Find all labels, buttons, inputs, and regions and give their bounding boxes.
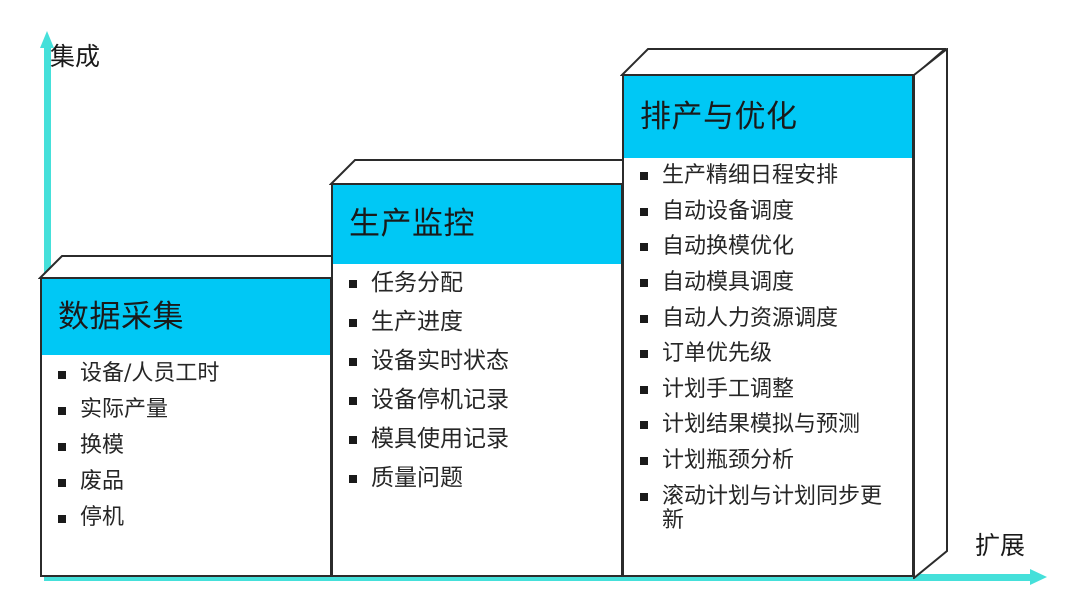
list-item-label: 生产精细日程安排 [662, 163, 839, 188]
list-item: 换模 [56, 435, 320, 457]
bullet-square-icon [640, 172, 648, 180]
block-side-face [912, 48, 950, 579]
list-item: 计划结果模拟与预测 [638, 413, 902, 438]
list-item-label: 生产进度 [371, 309, 463, 335]
list-item-label: 自动设备调度 [662, 198, 795, 224]
list-item: 滚动计划与计划同步更新 [638, 483, 902, 534]
list-item-label: 计划瓶颈分析 [662, 448, 795, 473]
bullet-square-icon [58, 515, 66, 523]
block-title: 排产与优化 [640, 98, 798, 135]
list-item: 生产精细日程安排 [638, 163, 902, 189]
list-item: 设备停机记录 [347, 389, 611, 412]
list-item-label: 滚动计划与计划同步更新 [662, 483, 883, 534]
list-item-label: 自动人力资源调度 [662, 305, 839, 331]
bullet-square-icon [640, 207, 648, 216]
list-item: 自动模具调度 [638, 269, 902, 296]
list-item: 生产进度 [347, 311, 611, 334]
list-item: 自动换模优化 [638, 234, 902, 260]
list-item: 设备/人员工时 [56, 363, 320, 385]
block-top-face [38, 255, 356, 279]
bullet-square-icon [640, 421, 648, 430]
bullet-square-icon [640, 278, 648, 287]
list-item-label: 设备实时状态 [371, 348, 509, 374]
list-item: 设备实时状态 [347, 350, 611, 373]
list-item-label: 设备/人员工时 [80, 361, 220, 386]
vertical-axis-label: 集成 [50, 42, 101, 71]
stage-block-production-monitoring[interactable]: 生产监控 任务分配 生产进度 设备实时状态 设备停机记录 模具使用记录 质量问题 [329, 159, 649, 577]
block-front-face: 排产与优化 生产精细日程安排 自动设备调度 自动换模优化 自动模具调度 自动人力… [622, 74, 914, 577]
bullet-square-icon [640, 314, 648, 323]
block-header: 数据采集 [42, 279, 330, 355]
block-top-face [620, 48, 946, 76]
bullet-square-icon [349, 436, 357, 444]
block-title: 数据采集 [58, 298, 184, 335]
list-item: 计划手工调整 [638, 376, 902, 403]
bullet-square-icon [58, 407, 66, 415]
list-item: 自动设备调度 [638, 198, 902, 225]
list-item: 订单优先级 [638, 341, 902, 367]
bullet-square-icon [349, 319, 357, 327]
block-top-face [329, 159, 649, 185]
bullet-square-icon [58, 443, 66, 451]
list-item-label: 换模 [80, 433, 125, 458]
block-feature-list: 任务分配 生产进度 设备实时状态 设备停机记录 模具使用记录 质量问题 [333, 264, 621, 490]
list-item-label: 实际产量 [80, 397, 169, 422]
vertical-axis-arrow-icon [40, 31, 54, 48]
block-front-face: 生产监控 任务分配 生产进度 设备实时状态 设备停机记录 模具使用记录 质量问题 [331, 183, 623, 577]
bullet-square-icon [640, 457, 648, 465]
list-item: 计划瓶颈分析 [638, 448, 902, 474]
horizontal-axis-label: 扩展 [975, 531, 1026, 560]
horizontal-axis-arrow-icon [1030, 569, 1047, 585]
list-item-label: 自动模具调度 [662, 269, 795, 295]
list-item-label: 自动换模优化 [662, 234, 795, 260]
list-item: 废品 [56, 471, 320, 493]
block-header: 排产与优化 [624, 76, 912, 158]
bullet-square-icon [640, 385, 648, 394]
bullet-square-icon [640, 350, 648, 359]
bullet-square-icon [349, 397, 357, 405]
list-item-label: 计划手工调整 [662, 376, 795, 402]
stage-block-data-collection[interactable]: 数据采集 设备/人员工时 实际产量 换模 废品 停机 [38, 255, 356, 577]
block-feature-list: 设备/人员工时 实际产量 换模 废品 停机 [42, 355, 330, 529]
block-feature-list: 生产精细日程安排 自动设备调度 自动换模优化 自动模具调度 自动人力资源调度 订… [624, 158, 912, 534]
list-item: 实际产量 [56, 399, 320, 421]
bullet-square-icon [58, 479, 66, 487]
list-item-label: 质量问题 [371, 465, 463, 491]
bullet-square-icon [640, 492, 648, 501]
bullet-square-icon [349, 475, 357, 483]
stage-block-scheduling-optimization[interactable]: 排产与优化 生产精细日程安排 自动设备调度 自动换模优化 自动模具调度 自动人力… [620, 48, 948, 579]
list-item: 自动人力资源调度 [638, 305, 902, 332]
bullet-square-icon [58, 371, 66, 379]
block-front-face: 数据采集 设备/人员工时 实际产量 换模 废品 停机 [40, 277, 332, 577]
bullet-square-icon [640, 243, 648, 252]
list-item-label: 模具使用记录 [371, 426, 509, 452]
horizontal-axis-line [44, 574, 1034, 581]
list-item-label: 废品 [80, 469, 125, 494]
bullet-square-icon [349, 358, 357, 366]
bullet-square-icon [349, 280, 357, 288]
block-title: 生产监控 [349, 206, 475, 243]
block-header: 生产监控 [333, 185, 621, 264]
list-item-label: 停机 [80, 505, 125, 530]
list-item: 任务分配 [347, 272, 611, 295]
list-item-label: 订单优先级 [662, 341, 773, 367]
list-item: 模具使用记录 [347, 428, 611, 451]
list-item: 质量问题 [347, 467, 611, 490]
list-item-label: 计划结果模拟与预测 [662, 412, 861, 438]
list-item-label: 任务分配 [371, 270, 463, 296]
list-item-label: 设备停机记录 [371, 387, 509, 413]
list-item: 停机 [56, 507, 320, 529]
